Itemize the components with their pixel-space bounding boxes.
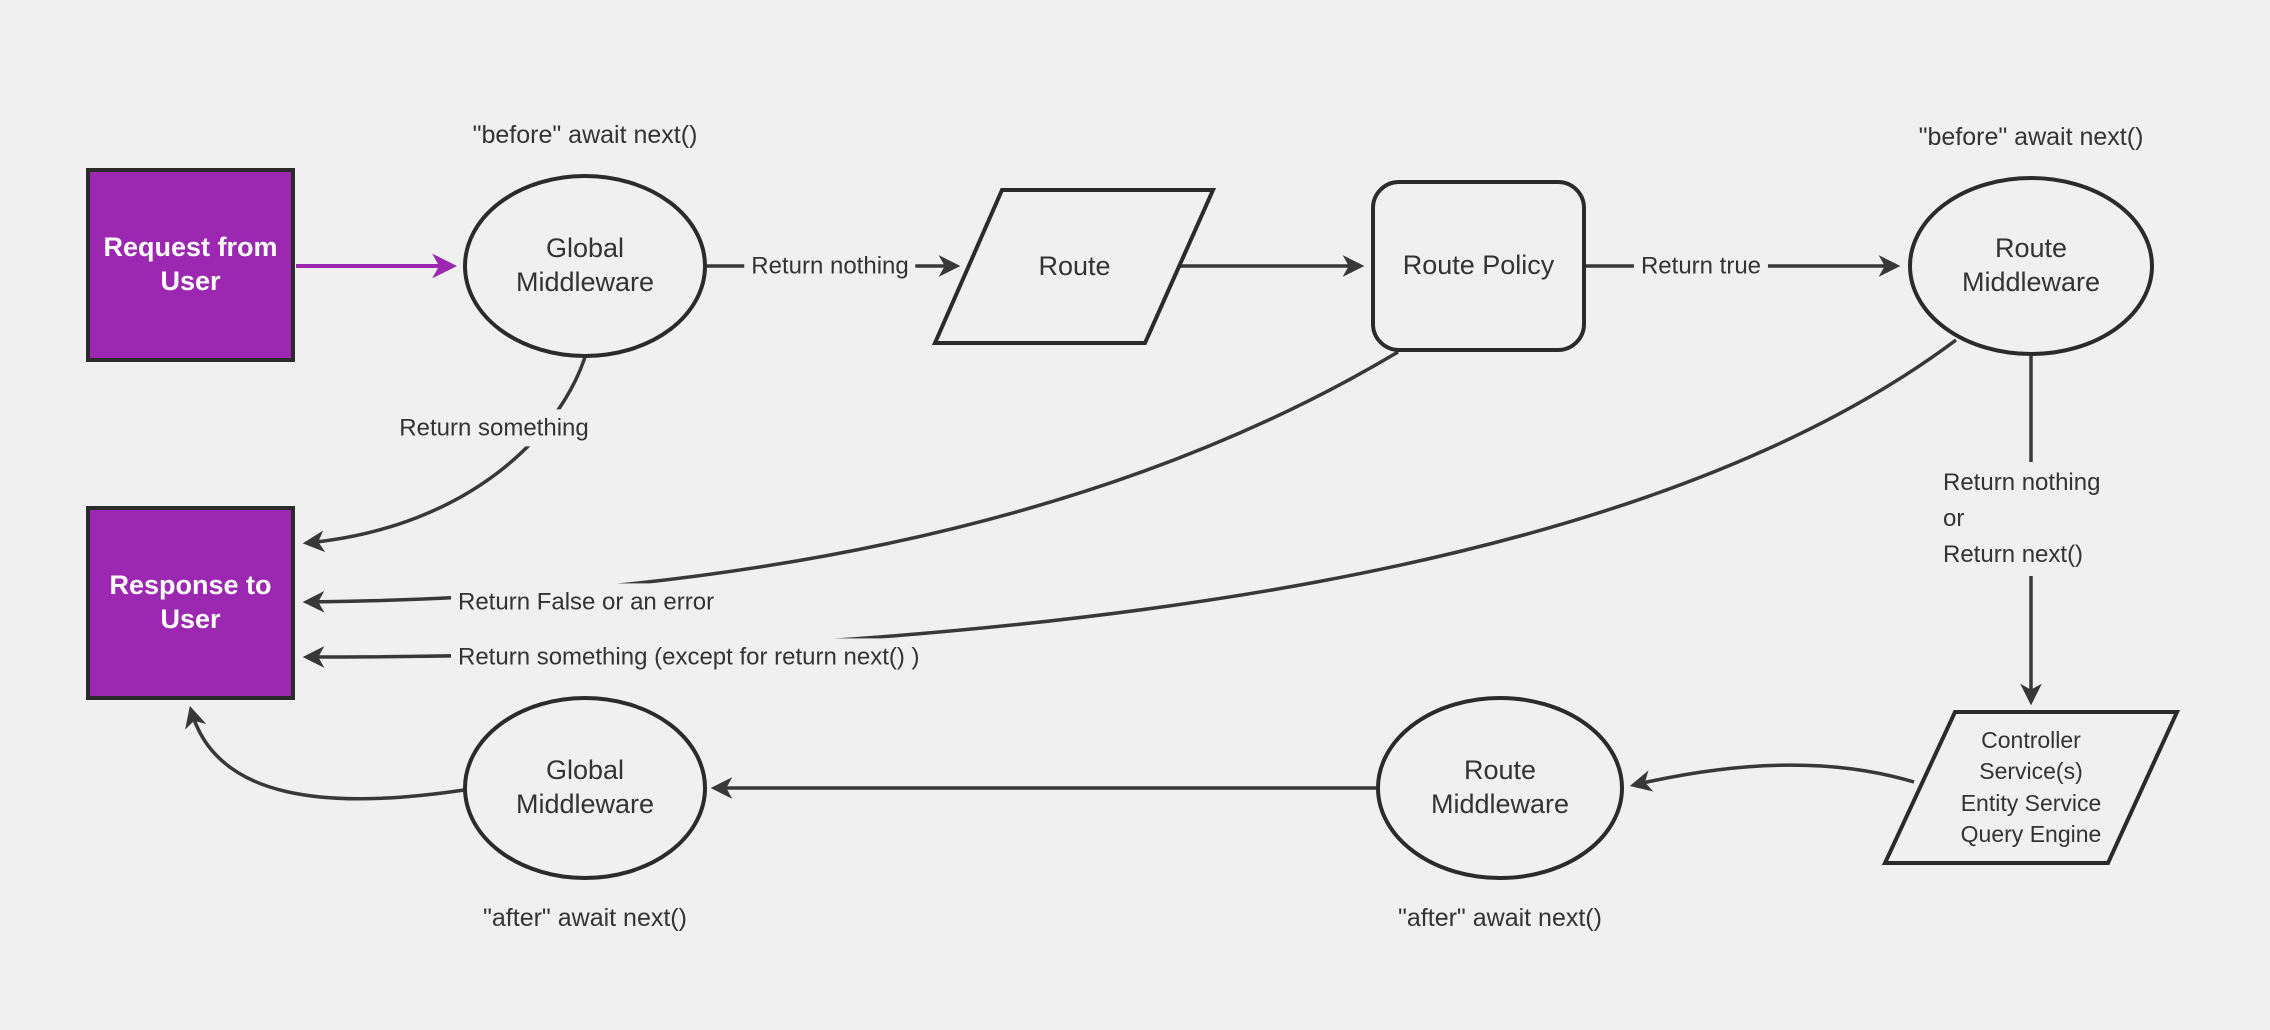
- node-shape-route-middleware-bottom: [1376, 696, 1624, 880]
- edge-global-middleware-after-to-response: [185, 705, 465, 801]
- node-label-controller-services: Controller Service(s) Entity Service Que…: [1960, 727, 2102, 847]
- node-shape-request-from-user: [86, 168, 295, 362]
- node-shape-global-middleware-top: [463, 174, 707, 358]
- annotation-after-await-next-right: "after" await next(): [1398, 903, 1602, 932]
- node-shape-response-to-user: [86, 506, 295, 700]
- edge-label-return-nothing: Return nothing: [744, 247, 916, 285]
- node-label-route-middleware-bottom: Route Middleware: [1430, 755, 1570, 819]
- node-label-global-middleware-top: Global Middleware: [515, 233, 655, 297]
- node-label-request-from-user: Request from User: [103, 232, 278, 296]
- node-shape-route: [931, 188, 1217, 345]
- edge-label-return-nothing-or-next: Return nothing or Return next(): [1936, 462, 2108, 576]
- edge-route-policy-to-response: [302, 350, 1399, 613]
- node-label-route-policy: Route Policy: [1402, 250, 1555, 281]
- edge-label-return-something: Return something: [392, 409, 596, 447]
- annotation-after-await-next-left: "after" await next(): [483, 903, 687, 932]
- annotation-before-await-next-left: "before" await next(): [472, 120, 698, 149]
- node-label-response-to-user: Response to User: [109, 570, 272, 634]
- edge-label-return-false-or-error: Return False or an error: [451, 583, 722, 621]
- node-shape-route-middleware-top: [1908, 176, 2154, 356]
- node-shape-route-policy: [1371, 180, 1586, 352]
- node-label-route: Route: [1038, 250, 1111, 281]
- annotation-before-await-next-right: "before" await next(): [1918, 122, 2144, 151]
- node-label-global-middleware-bottom: Global Middleware: [515, 755, 655, 819]
- edge-controller-to-route-middleware-after: [1629, 763, 1915, 792]
- node-label-route-middleware-top: Route Middleware: [1961, 233, 2101, 297]
- node-shape-controller-services: [1881, 710, 2181, 865]
- edge-label-return-something-except: Return something (except for return next…: [451, 638, 927, 676]
- edge-label-return-true: Return true: [1633, 247, 1769, 285]
- node-shape-global-middleware-bottom: [463, 696, 707, 880]
- edge-global-middleware-to-response: [302, 356, 587, 553]
